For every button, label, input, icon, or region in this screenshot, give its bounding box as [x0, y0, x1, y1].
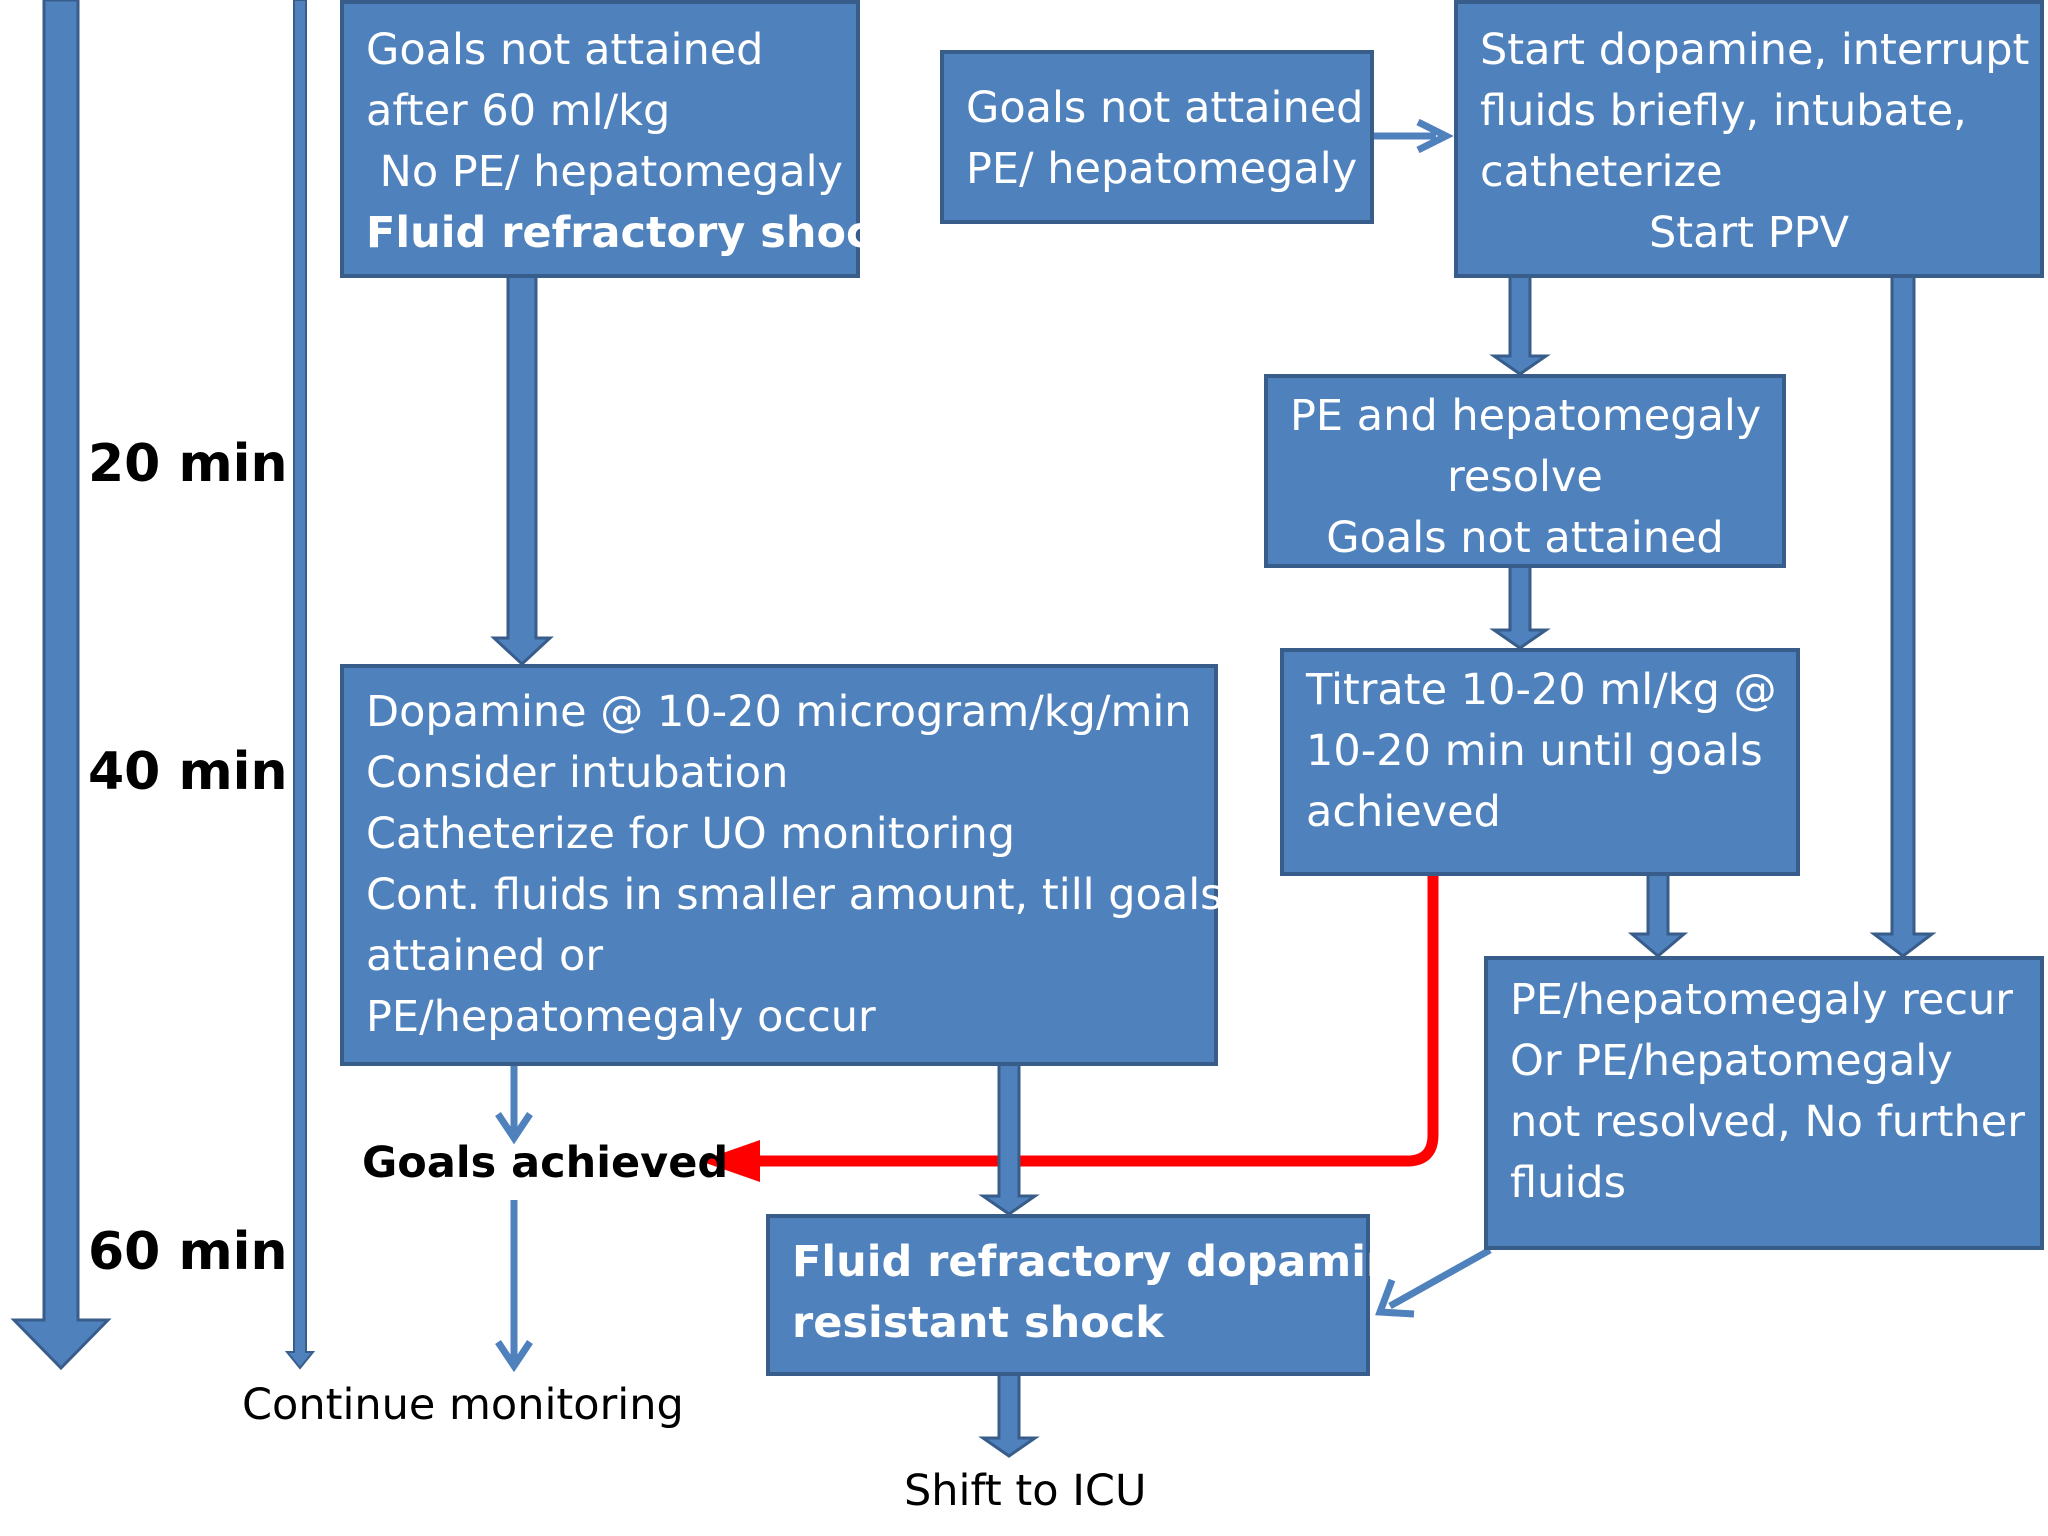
box-line: fluids briefly, intubate,	[1480, 86, 1967, 136]
time-label-60: 60 min	[88, 1222, 288, 1282]
arrow-start-to-recur	[1869, 274, 1937, 958]
box-dopamine-dose: Dopamine @ 10-20 microgram/kg/min Consid…	[340, 664, 1223, 1066]
box-line: 10-20 min until goals	[1306, 726, 1763, 776]
box-fluid-refractory-shock: Goals not attained after 60 ml/kg No PE/…	[340, 0, 901, 278]
timeline-thin-arrow	[284, 0, 316, 1370]
box-line: resolve	[1447, 452, 1603, 502]
box-line: achieved	[1306, 787, 1501, 837]
box-pe-hepatomegaly: Goals not attained PE/ hepatomegaly	[940, 50, 1374, 224]
arrow-start-to-resolve	[1489, 274, 1551, 376]
box-start-dopamine: Start dopamine, interrupt fluids briefly…	[1454, 0, 2044, 278]
arrow-dopamine-to-resistant	[978, 1062, 1040, 1216]
box-line: Goals not attained	[966, 83, 1364, 133]
box-pe-resolve: PE and hepatomegaly resolve Goals not at…	[1264, 374, 1786, 568]
box-line: Cont. fluids in smaller amount, till goa…	[366, 870, 1223, 920]
box-line: Goals not attained	[1326, 513, 1724, 563]
label-continue-monitoring: Continue monitoring	[242, 1380, 684, 1430]
time-label-20: 20 min	[88, 434, 288, 494]
box-titrate: Titrate 10-20 ml/kg @ 10-20 min until go…	[1280, 648, 1800, 876]
box-line: PE and hepatomegaly	[1290, 391, 1762, 441]
box-line: Consider intubation	[366, 748, 789, 798]
arrow-refractory-to-dopamine	[490, 274, 554, 667]
arrow-titrate-to-recur	[1627, 872, 1689, 958]
red-arrow-titrate-to-goals	[752, 870, 1439, 1167]
box-line: Start dopamine, interrupt	[1480, 25, 2030, 75]
time-label-40: 40 min	[88, 742, 288, 802]
box-line: Or PE/hepatomegaly	[1510, 1036, 1953, 1086]
box-pe-recur: PE/hepatomegaly recur Or PE/hepatomegaly…	[1484, 956, 2044, 1250]
box-line: Fluid refractory dopamine	[792, 1237, 1426, 1287]
box-line: resistant shock	[792, 1298, 1164, 1348]
box-line: not resolved, No further	[1510, 1097, 2025, 1147]
arrow-resistant-to-icu	[978, 1372, 1040, 1458]
box-line-emphasis: Fluid refractory shock	[366, 208, 901, 258]
box-line-centered: Start PPV	[1649, 208, 1849, 258]
box-line: Catheterize for UO monitoring	[366, 809, 1016, 859]
box-line: fluids	[1510, 1158, 1626, 1208]
box-line: PE/hepatomegaly recur	[1510, 975, 2013, 1025]
arrow-resolve-to-titrate	[1489, 564, 1551, 650]
timeline-arrow	[10, 0, 112, 1371]
box-line: Dopamine @ 10-20 microgram/kg/min	[366, 687, 1192, 737]
arrow-recur-to-resistant	[1388, 1246, 1492, 1310]
box-dopamine-resistant-shock: Fluid refractory dopamine resistant shoc…	[766, 1214, 1426, 1376]
box-line: attained or	[366, 931, 604, 981]
box-line: Titrate 10-20 ml/kg @	[1306, 665, 1777, 715]
box-line: No PE/ hepatomegaly	[366, 147, 843, 197]
box-line: PE/ hepatomegaly	[966, 144, 1358, 194]
box-line: catheterize	[1480, 147, 1723, 197]
box-line: after 60 ml/kg	[366, 86, 671, 136]
label-goals-achieved: Goals achieved	[362, 1138, 729, 1188]
label-shift-to-icu: Shift to ICU	[904, 1466, 1147, 1516]
box-line: Goals not attained	[366, 25, 764, 75]
box-line: PE/hepatomegaly occur	[366, 992, 876, 1042]
